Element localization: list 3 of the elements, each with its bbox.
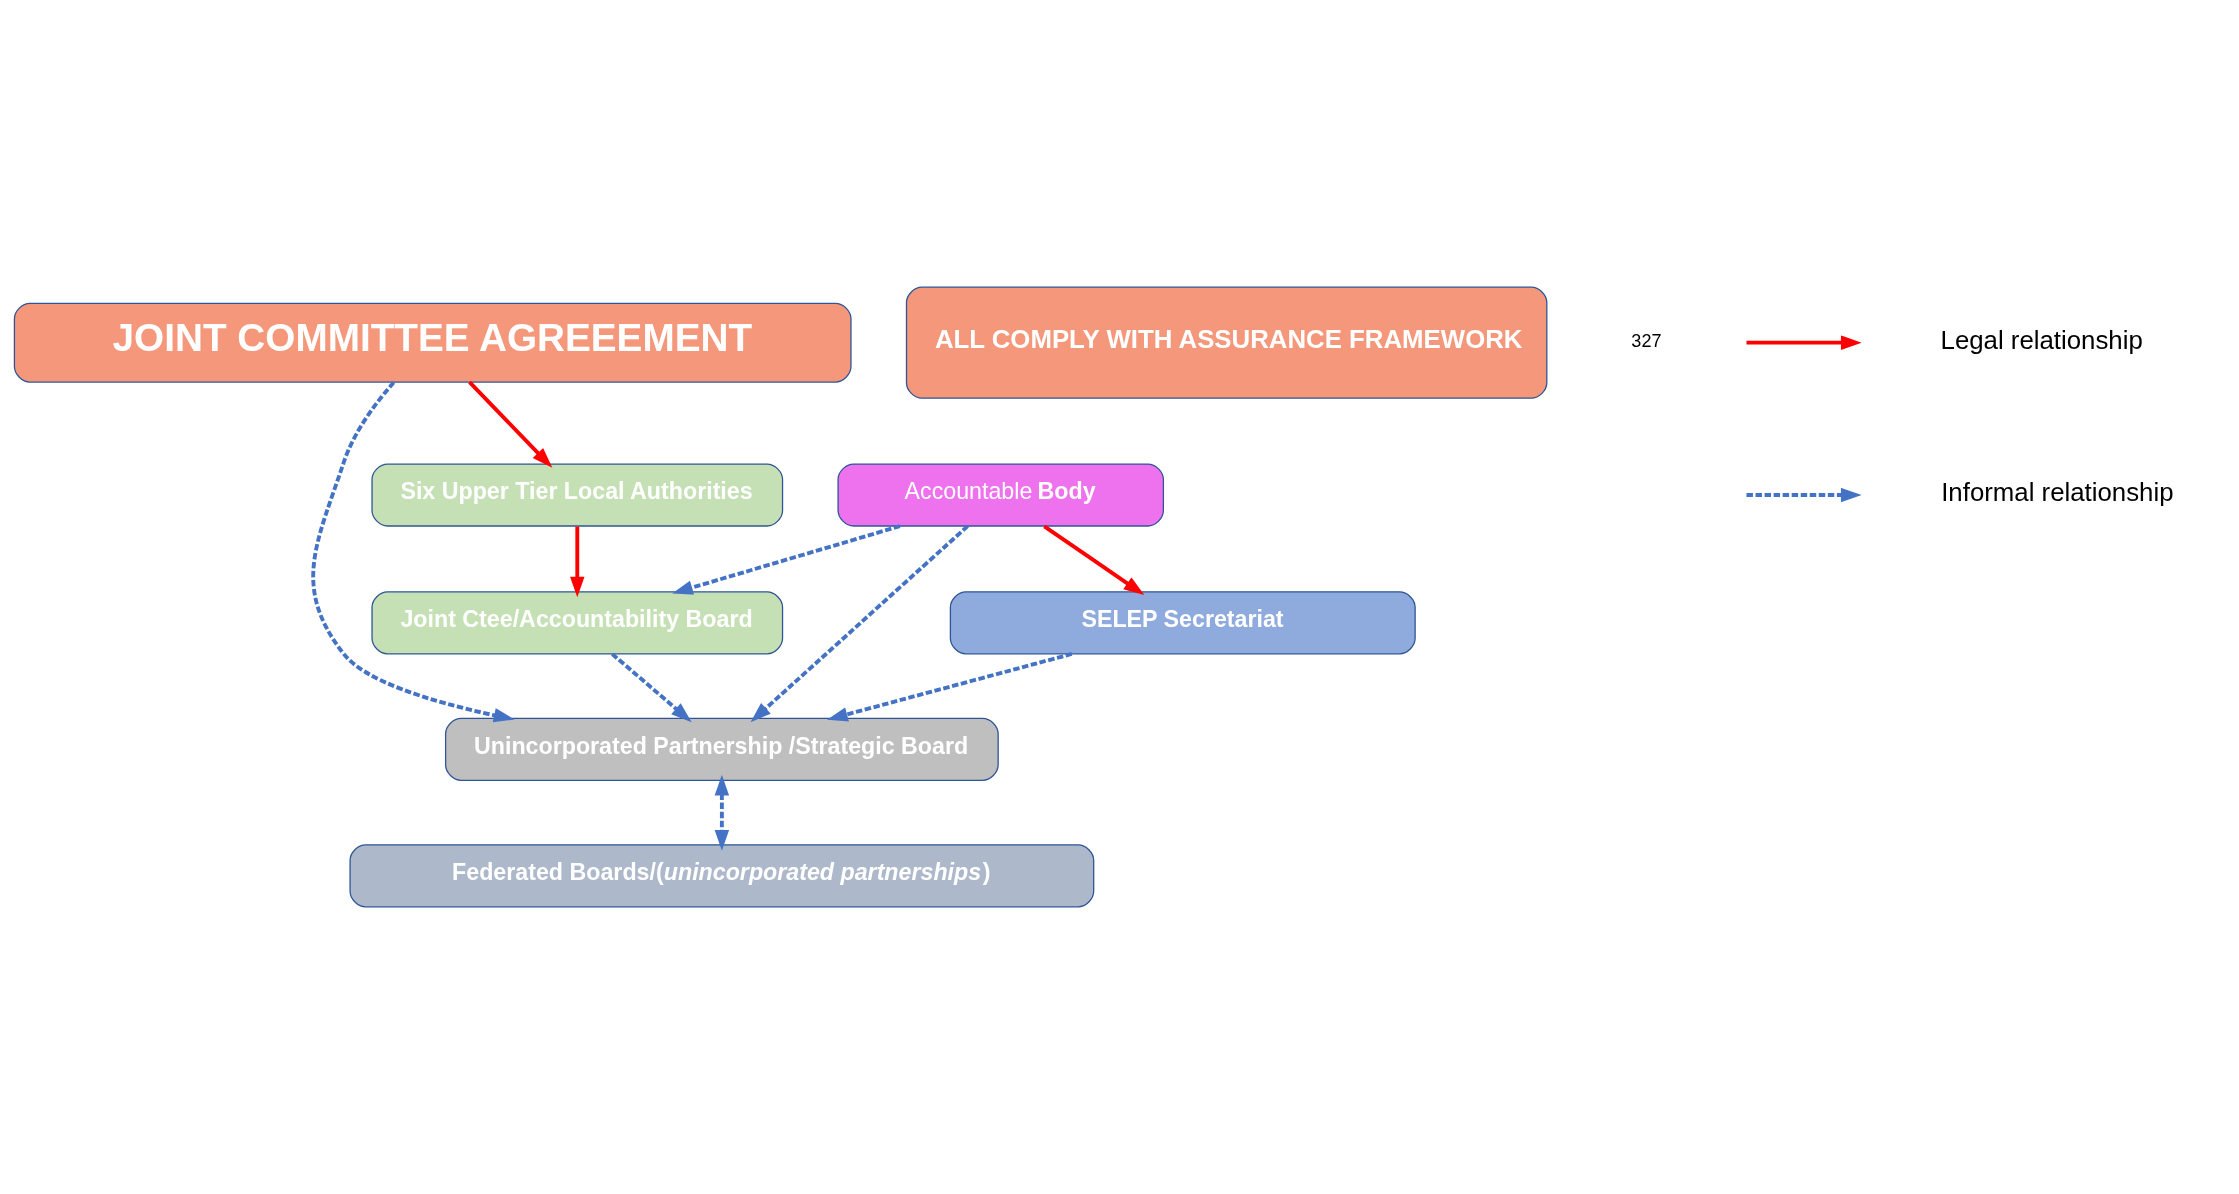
label: 327: [1631, 331, 1662, 352]
legend-label: Legal relationship: [1940, 326, 2143, 355]
legend-label: Informal relationship: [1941, 478, 2174, 507]
